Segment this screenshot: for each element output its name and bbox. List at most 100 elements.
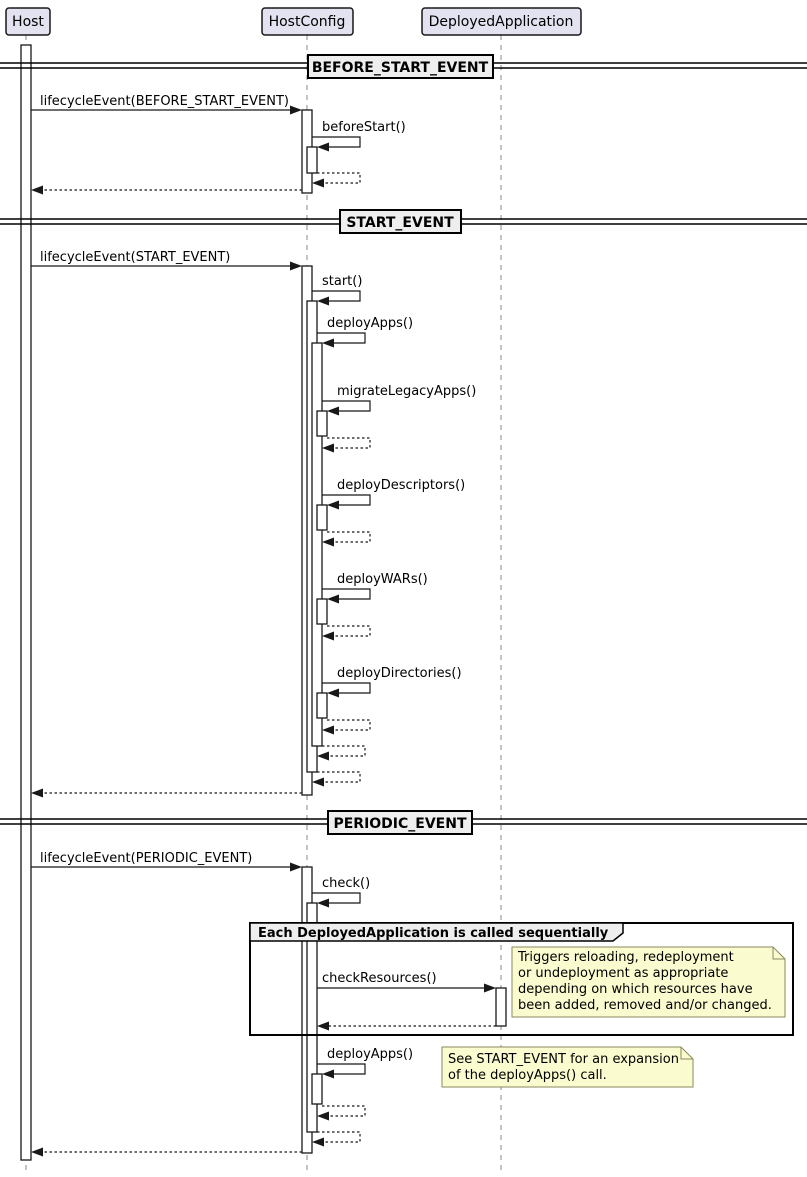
participant-host: Host	[5, 7, 51, 36]
participant-deployedapplication-label: DeployedApplication	[429, 14, 574, 30]
arrowhead-left	[317, 1111, 329, 1121]
activation-deploydescriptors	[316, 504, 328, 531]
arrowhead-right	[290, 261, 302, 271]
activation-bars	[20, 44, 507, 1161]
note-dog-ear	[680, 1047, 693, 1060]
divider-periodic-event-label: PERIODIC_EVENT	[333, 816, 466, 832]
note-dog-ear	[772, 947, 785, 960]
activation-deploydirectories	[316, 692, 328, 719]
arrowhead-left	[327, 594, 339, 604]
svg-text:deployApps(): deployApps()	[327, 316, 413, 331]
return-deploy-descriptors	[322, 531, 371, 547]
message-deploy-descriptors: deployDescriptors()	[322, 478, 465, 510]
svg-text:depending on which resources h: depending on which resources have	[518, 982, 753, 997]
message-before-start: beforeStart()	[312, 120, 406, 152]
arrowhead-left	[312, 178, 324, 188]
message-migrate-legacy-apps: migrateLegacyApps()	[322, 384, 476, 416]
note-check-resources: Triggers reloading, redeployment or unde…	[511, 946, 786, 1018]
svg-text:lifecycleEvent(PERIODIC_EVENT): lifecycleEvent(PERIODIC_EVENT)	[40, 851, 252, 866]
note-deploy-apps: See START_EVENT for an expansion of the …	[441, 1046, 694, 1088]
arrowhead-right	[290, 105, 302, 115]
arrowhead-left	[322, 443, 334, 453]
svg-text:Triggers reloading, redeployme: Triggers reloading, redeployment	[517, 950, 734, 965]
group-sequential: Each DeployedApplication is called seque…	[249, 922, 794, 1036]
arrowhead-right	[290, 862, 302, 872]
arrowhead-right	[484, 983, 496, 993]
arrowhead-left	[317, 142, 329, 152]
return-lifecycle-periodic	[31, 1147, 302, 1157]
arrowhead-left	[317, 296, 329, 306]
activation-deployapps-periodic	[311, 1073, 323, 1105]
group-label: Each DeployedApplication is called seque…	[258, 926, 609, 941]
message-check: check()	[312, 876, 370, 908]
svg-text:or undeployment as appropriate: or undeployment as appropriate	[518, 966, 728, 981]
activation-hostconfig-deployapps	[311, 342, 323, 747]
arrowhead-left	[327, 406, 339, 416]
activation-hostconfig-beforestart	[306, 146, 318, 174]
return-deploy-directories	[322, 719, 371, 735]
participant-hostconfig: HostConfig	[261, 7, 354, 36]
message-lifecycle-before-start: lifecycleEvent(BEFORE_START_EVENT)	[31, 94, 302, 115]
svg-text:of the deployApps() call.: of the deployApps() call.	[448, 1068, 607, 1083]
message-deploy-apps: deployApps()	[317, 316, 413, 348]
arrowhead-left	[327, 500, 339, 510]
svg-text:lifecycleEvent(START_EVENT): lifecycleEvent(START_EVENT)	[40, 250, 230, 265]
svg-text:deployDescriptors(): deployDescriptors()	[337, 478, 465, 493]
arrowhead-left	[322, 1069, 334, 1079]
return-check	[312, 1131, 361, 1147]
participant-hostconfig-label: HostConfig	[269, 14, 346, 30]
svg-text:lifecycleEvent(BEFORE_START_EV: lifecycleEvent(BEFORE_START_EVENT)	[40, 94, 289, 109]
message-lifecycle-start: lifecycleEvent(START_EVENT)	[31, 250, 302, 271]
arrowhead-left	[312, 777, 324, 787]
arrowhead-left	[31, 788, 43, 798]
arrowhead-left	[322, 338, 334, 348]
message-check-resources: checkResources()	[317, 971, 496, 993]
group-header	[249, 922, 624, 942]
activation-deploywars	[316, 598, 328, 625]
return-migrate-legacy-apps	[322, 437, 371, 453]
activation-deployedapplication-checkresources	[495, 987, 507, 1027]
message-deploy-apps-periodic: deployApps()	[317, 1047, 413, 1079]
svg-text:deployApps(): deployApps()	[327, 1047, 413, 1062]
return-check-resources	[317, 1021, 496, 1031]
arrowhead-left	[322, 725, 334, 735]
return-start	[312, 771, 361, 787]
arrowhead-left	[322, 631, 334, 641]
divider-before-start-event-label: BEFORE_START_EVENT	[312, 60, 489, 76]
divider-before-start-event: BEFORE_START_EVENT	[0, 54, 807, 79]
divider-periodic-event: PERIODIC_EVENT	[0, 810, 807, 835]
arrowhead-left	[31, 1147, 43, 1157]
arrowhead-left	[312, 1137, 324, 1147]
arrowhead-left	[327, 688, 339, 698]
return-lifecycle-before-start	[31, 185, 302, 195]
arrowhead-left	[322, 537, 334, 547]
return-deploy-wars	[322, 625, 371, 641]
svg-text:start(): start()	[322, 274, 362, 289]
arrowhead-left	[317, 898, 329, 908]
participant-host-label: Host	[12, 14, 44, 30]
svg-text:check(): check()	[322, 876, 370, 891]
message-deploy-wars: deployWARs()	[322, 572, 428, 604]
message-start: start()	[312, 274, 362, 306]
activation-migratelegacyapps	[316, 410, 328, 437]
activation-hostconfig-check	[306, 902, 318, 1133]
svg-text:been added, removed and/or cha: been added, removed and/or changed.	[518, 998, 772, 1013]
svg-text:migrateLegacyApps(): migrateLegacyApps()	[337, 384, 476, 399]
message-lifecycle-periodic: lifecycleEvent(PERIODIC_EVENT)	[31, 851, 302, 872]
arrowhead-left	[317, 1021, 329, 1031]
divider-start-event-label: START_EVENT	[346, 215, 454, 231]
divider-start-event: START_EVENT	[0, 209, 807, 234]
return-lifecycle-start	[31, 788, 302, 798]
return-deploy-apps-periodic	[317, 1105, 366, 1121]
return-deploy-apps	[317, 745, 366, 761]
svg-text:See START_EVENT for an expansi: See START_EVENT for an expansion	[448, 1052, 679, 1067]
activation-host	[20, 44, 32, 1161]
svg-text:checkResources(): checkResources()	[322, 971, 437, 986]
return-before-start	[312, 172, 361, 188]
svg-text:deployWARs(): deployWARs()	[337, 572, 428, 587]
arrowhead-left	[317, 751, 329, 761]
arrowhead-left	[31, 185, 43, 195]
svg-text:beforeStart(): beforeStart()	[322, 120, 406, 135]
